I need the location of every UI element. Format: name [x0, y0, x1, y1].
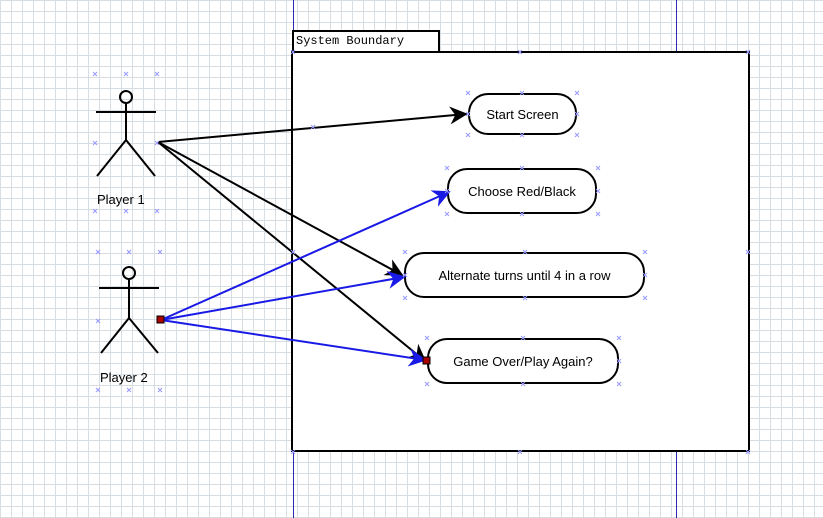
- selection-handle-mark: [745, 49, 751, 55]
- selection-handle-mark: [465, 132, 471, 138]
- selection-handle-mark: [595, 188, 601, 194]
- selection-handle-mark: [310, 124, 316, 130]
- selection-handle-mark: [595, 165, 601, 171]
- selection-handle-mark: [157, 249, 163, 255]
- selection-handle-mark: [402, 295, 408, 301]
- selection-handle-mark: [522, 295, 528, 301]
- assoc-p1-game-over[interactable]: [157, 141, 427, 363]
- selection-handle-mark: [290, 449, 296, 455]
- selection-handle-mark: [402, 249, 408, 255]
- selection-handle-mark: [290, 249, 296, 255]
- actor-label-player-1: Player 1: [97, 192, 145, 207]
- selection-handle-mark: [574, 132, 580, 138]
- selection-handle-mark: [522, 249, 528, 255]
- selection-handle-mark: [154, 140, 160, 146]
- assoc-p2-choose-red-black[interactable]: [160, 190, 451, 321]
- selection-handle-mark: [517, 449, 523, 455]
- selection-handle-mark: [616, 381, 622, 387]
- selection-handle-mark: [444, 165, 450, 171]
- selection-handle-mark: [519, 211, 525, 217]
- selection-handle-mark: [92, 208, 98, 214]
- selection-handle-mark: [595, 211, 601, 217]
- selection-handle-mark: [95, 249, 101, 255]
- selection-handle-mark: [157, 387, 163, 393]
- actor-player-2-icon[interactable]: [99, 266, 159, 354]
- selection-handle-mark: [154, 208, 160, 214]
- selection-handle-mark: [290, 49, 296, 55]
- selection-handle-mark: [519, 165, 525, 171]
- selection-handle-mark: [616, 335, 622, 341]
- selection-handle-mark: [574, 111, 580, 117]
- selection-handle-mark: [642, 295, 648, 301]
- selection-handle-mark: [745, 449, 751, 455]
- selection-handle-mark: [574, 90, 580, 96]
- actor-label-player-2: Player 2: [100, 370, 148, 385]
- selection-handle-mark: [444, 188, 450, 194]
- assoc-p1-alternate-turns[interactable]: [157, 141, 404, 276]
- assoc-p2-alternate-turns[interactable]: [160, 270, 406, 321]
- selection-handle-mark: [424, 381, 430, 387]
- selection-handle-mark: [642, 249, 648, 255]
- selection-handle-mark: [424, 335, 430, 341]
- selection-handle-mark: [92, 71, 98, 77]
- selection-handle-mark: [642, 272, 648, 278]
- selection-handle-mark: [92, 140, 98, 146]
- selection-handle-mark: [126, 387, 132, 393]
- selection-handle-mark: [465, 90, 471, 96]
- selection-handle-mark: [517, 49, 523, 55]
- assoc-p2-game-over[interactable]: [160, 319, 427, 367]
- anchor-handle-game-over[interactable]: [422, 356, 431, 365]
- selection-handle-mark: [745, 249, 751, 255]
- selection-handle-mark: [126, 249, 132, 255]
- selection-handle-mark: [465, 111, 471, 117]
- selection-handle-mark: [123, 208, 129, 214]
- selection-handle-mark: [123, 71, 129, 77]
- anchor-handle-player-2[interactable]: [156, 315, 165, 324]
- selection-handle-mark: [519, 90, 525, 96]
- use-case-game-over-play-again[interactable]: Game Over/Play Again?: [427, 338, 619, 384]
- use-case-choose-red-black[interactable]: Choose Red/Black: [447, 168, 597, 214]
- selection-handles: [92, 49, 751, 455]
- actor-player-1-icon[interactable]: [96, 90, 156, 177]
- selection-handle-mark: [444, 211, 450, 217]
- selection-handle-mark: [95, 318, 101, 324]
- selection-handle-mark: [402, 272, 408, 278]
- selection-handle-mark: [520, 381, 526, 387]
- selection-handle-mark: [520, 335, 526, 341]
- selection-handle-mark: [154, 71, 160, 77]
- selection-handle-mark: [616, 358, 622, 364]
- selection-handle-mark: [95, 387, 101, 393]
- selection-handle-mark: [519, 132, 525, 138]
- system-boundary-title[interactable]: System Boundary: [292, 30, 440, 51]
